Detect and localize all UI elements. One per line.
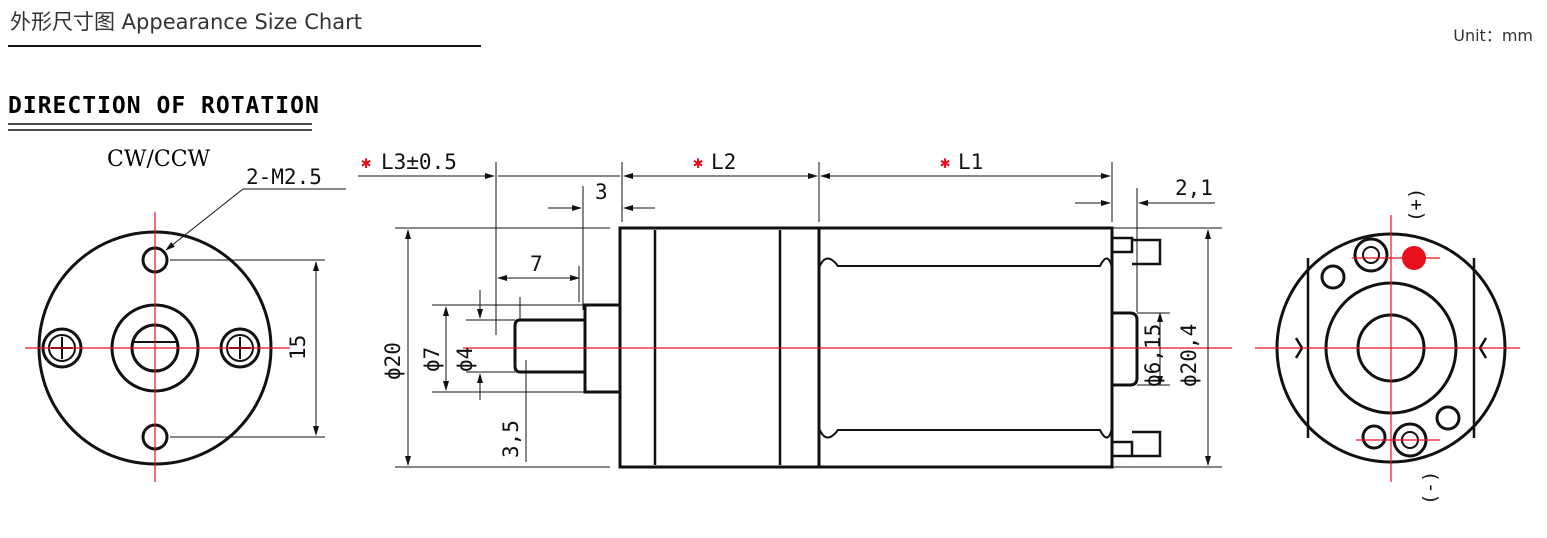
shaft-length-label: 7: [530, 252, 543, 276]
l1-star: ✱: [940, 153, 950, 173]
rear-bearing-boss: [1112, 311, 1139, 387]
shoulder-label: 3: [595, 180, 608, 204]
front-view: [25, 188, 346, 482]
shaft-dia-label: ϕ4: [453, 347, 477, 372]
boss-dia-label: ϕ7: [420, 347, 444, 372]
rear-vent-right: [1435, 405, 1461, 431]
rotation-value: CW/CCW: [107, 147, 211, 172]
rotation-title: DIRECTION OF ROTATION: [8, 93, 320, 119]
terminal-offset-label: 2,1: [1175, 176, 1213, 200]
l3-star: ✱: [361, 153, 371, 173]
terminal-top: [1110, 236, 1134, 254]
positive-marker-dot: [1402, 246, 1426, 270]
motor-dia-label: ϕ20,4: [1177, 324, 1201, 387]
body-dia-label: ϕ20: [381, 342, 405, 380]
page-title: 外形尺寸图 Appearance Size Chart: [10, 10, 362, 34]
output-shaft: [513, 318, 585, 374]
title-underline: [8, 45, 481, 47]
terminal-bottom: [1110, 440, 1134, 458]
unit-label: Unit：mm: [1453, 26, 1533, 45]
rear-view: [1255, 215, 1520, 482]
l1-label: L1: [958, 150, 983, 174]
bearing-dia-label: ϕ6,15: [1141, 324, 1165, 387]
l2-star: ✱: [693, 153, 703, 173]
plus-label: (+): [1405, 188, 1427, 222]
thread-label: 2-M2.5: [246, 165, 322, 189]
minus-label: (-): [1419, 471, 1441, 505]
side-view: [358, 162, 1232, 469]
rear-vent-bottom: [1361, 424, 1387, 450]
rotation-block: DIRECTION OF ROTATION CW/CCW: [8, 93, 320, 172]
l2-label: L2: [711, 150, 736, 174]
rear-terminal-top: [1353, 237, 1389, 273]
thread-leader: [165, 188, 244, 251]
hole-spacing-label: 15: [286, 335, 310, 360]
rear-vent-top: [1320, 264, 1346, 290]
l3-label: L3±0.5: [381, 150, 457, 174]
flat-label: 3,5: [499, 420, 523, 458]
